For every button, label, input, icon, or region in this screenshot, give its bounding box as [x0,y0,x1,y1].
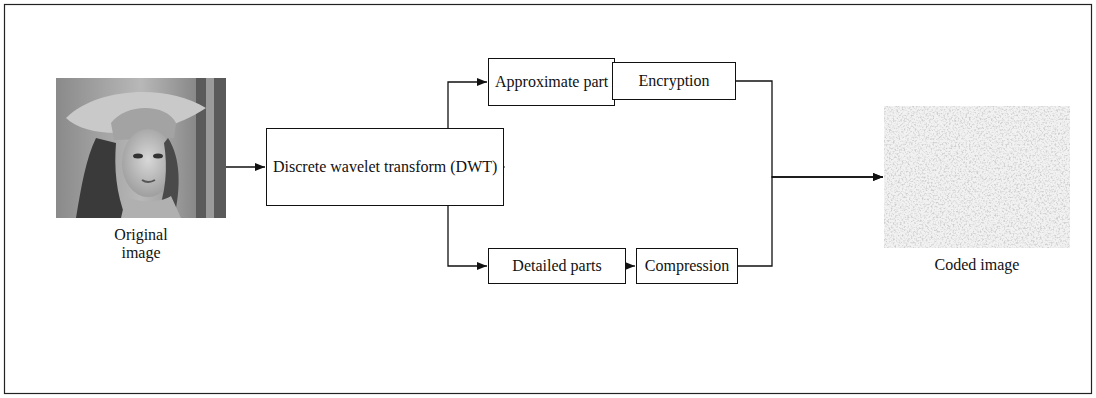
flow-arrow [226,166,265,167]
flow-arrow [736,81,883,177]
image-node: Coded image [884,106,1070,248]
process-box: Approximate part [488,58,615,106]
coded-noise-image [884,106,1070,248]
box-label: Discrete wavelet transform (DWT) [273,158,497,176]
box-label: Encryption [638,72,709,90]
flow-arrow [738,177,883,266]
image-caption: Coded image [932,256,1022,274]
box-label: Detailed parts [512,257,601,275]
caption-holder: Coded image [884,256,1070,274]
box-label: Compression [645,257,729,275]
process-box: Compression [636,248,738,284]
process-box: Encryption [612,62,736,100]
image-node: Original image [56,78,226,218]
caption-holder: Original image [56,226,226,263]
flow-arrow [626,265,635,266]
process-box: Discrete wavelet transform (DWT) [266,128,504,206]
box-label: Approximate part [495,73,608,91]
image-caption: Original image [96,226,186,263]
original-photo [56,78,226,218]
process-box: Detailed parts [488,248,626,284]
